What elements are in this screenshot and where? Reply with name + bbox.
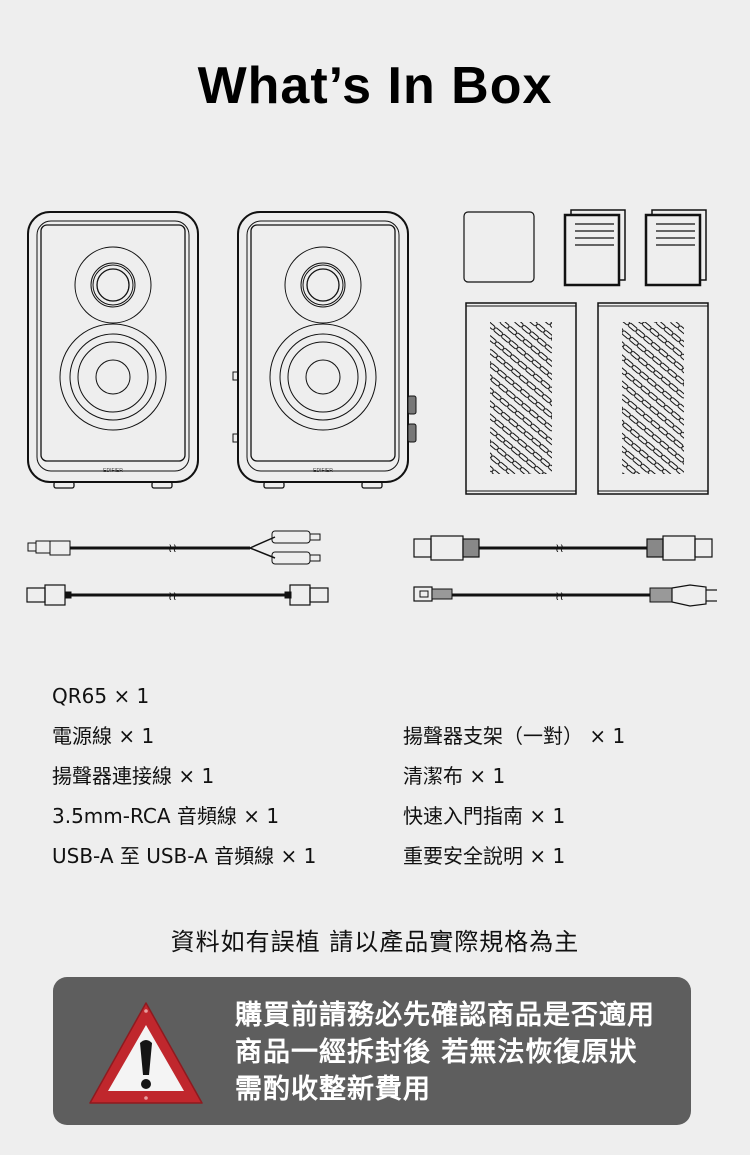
speaker-right-icon: EDIFIER bbox=[232, 211, 417, 489]
speaker-stand-left-icon bbox=[465, 302, 577, 495]
warning-line: 商品一經拆封後 若無法恢復原狀 bbox=[235, 1037, 638, 1068]
list-item: 清潔布 × 1 bbox=[403, 764, 506, 788]
svg-text:≀≀: ≀≀ bbox=[168, 589, 177, 603]
list-item: 3.5mm-RCA 音頻線 × 1 bbox=[52, 804, 280, 828]
list-item: 電源線 × 1 bbox=[52, 724, 155, 748]
list-item: 快速入門指南 × 1 bbox=[403, 804, 566, 828]
speaker-link-cable-icon: ≀≀ bbox=[413, 535, 713, 561]
warning-banner: 購買前請務必先確認商品是否適用 商品一經拆封後 若無法恢復原狀 需酌收整新費用 bbox=[53, 977, 691, 1125]
cleaning-cloth-icon bbox=[463, 211, 535, 283]
list-item: 揚聲器連接線 × 1 bbox=[52, 764, 215, 788]
svg-text:≀≀: ≀≀ bbox=[555, 589, 564, 603]
warning-triangle-icon bbox=[89, 1002, 203, 1104]
contents-list-left: QR65 × 1 電源線 × 1 揚聲器連接線 × 1 3.5mm-RCA 音頻… bbox=[52, 676, 316, 876]
safety-instructions-icon bbox=[644, 209, 707, 287]
list-item: 重要安全說明 × 1 bbox=[403, 844, 566, 868]
speaker-left-icon: EDIFIER bbox=[27, 211, 199, 489]
contents-list-right: 揚聲器支架（一對） × 1 清潔布 × 1 快速入門指南 × 1 重要安全說明 … bbox=[403, 716, 625, 876]
disclaimer-text: 資料如有誤植 請以產品實際規格為主 bbox=[170, 928, 580, 956]
power-cable-icon: ≀≀ bbox=[413, 584, 717, 607]
svg-text:EDIFIER: EDIFIER bbox=[313, 468, 333, 474]
speaker-stand-right-icon bbox=[597, 302, 709, 495]
list-item: QR65 × 1 bbox=[52, 684, 150, 708]
usb-a-cable-icon: ≀≀ bbox=[26, 584, 329, 606]
warning-text: 購買前請務必先確認商品是否適用 商品一經拆封後 若無法恢復原狀 需酌收整新費用 bbox=[235, 997, 655, 1108]
rca-cable-icon: ≀≀ bbox=[27, 530, 321, 565]
svg-text:≀≀: ≀≀ bbox=[555, 541, 564, 555]
svg-text:≀≀: ≀≀ bbox=[168, 541, 177, 555]
list-item: USB-A 至 USB-A 音頻線 × 1 bbox=[52, 844, 317, 868]
svg-text:EDIFIER: EDIFIER bbox=[103, 468, 123, 474]
page-title: What’s In Box bbox=[197, 57, 553, 115]
quick-start-guide-icon bbox=[563, 209, 626, 287]
warning-line: 需酌收整新費用 bbox=[235, 1074, 431, 1105]
box-contents-illustration: EDIFIER EDIFIER bbox=[26, 209, 717, 607]
warning-line: 購買前請務必先確認商品是否適用 bbox=[235, 1000, 655, 1031]
list-item: 揚聲器支架（一對） × 1 bbox=[403, 724, 626, 748]
